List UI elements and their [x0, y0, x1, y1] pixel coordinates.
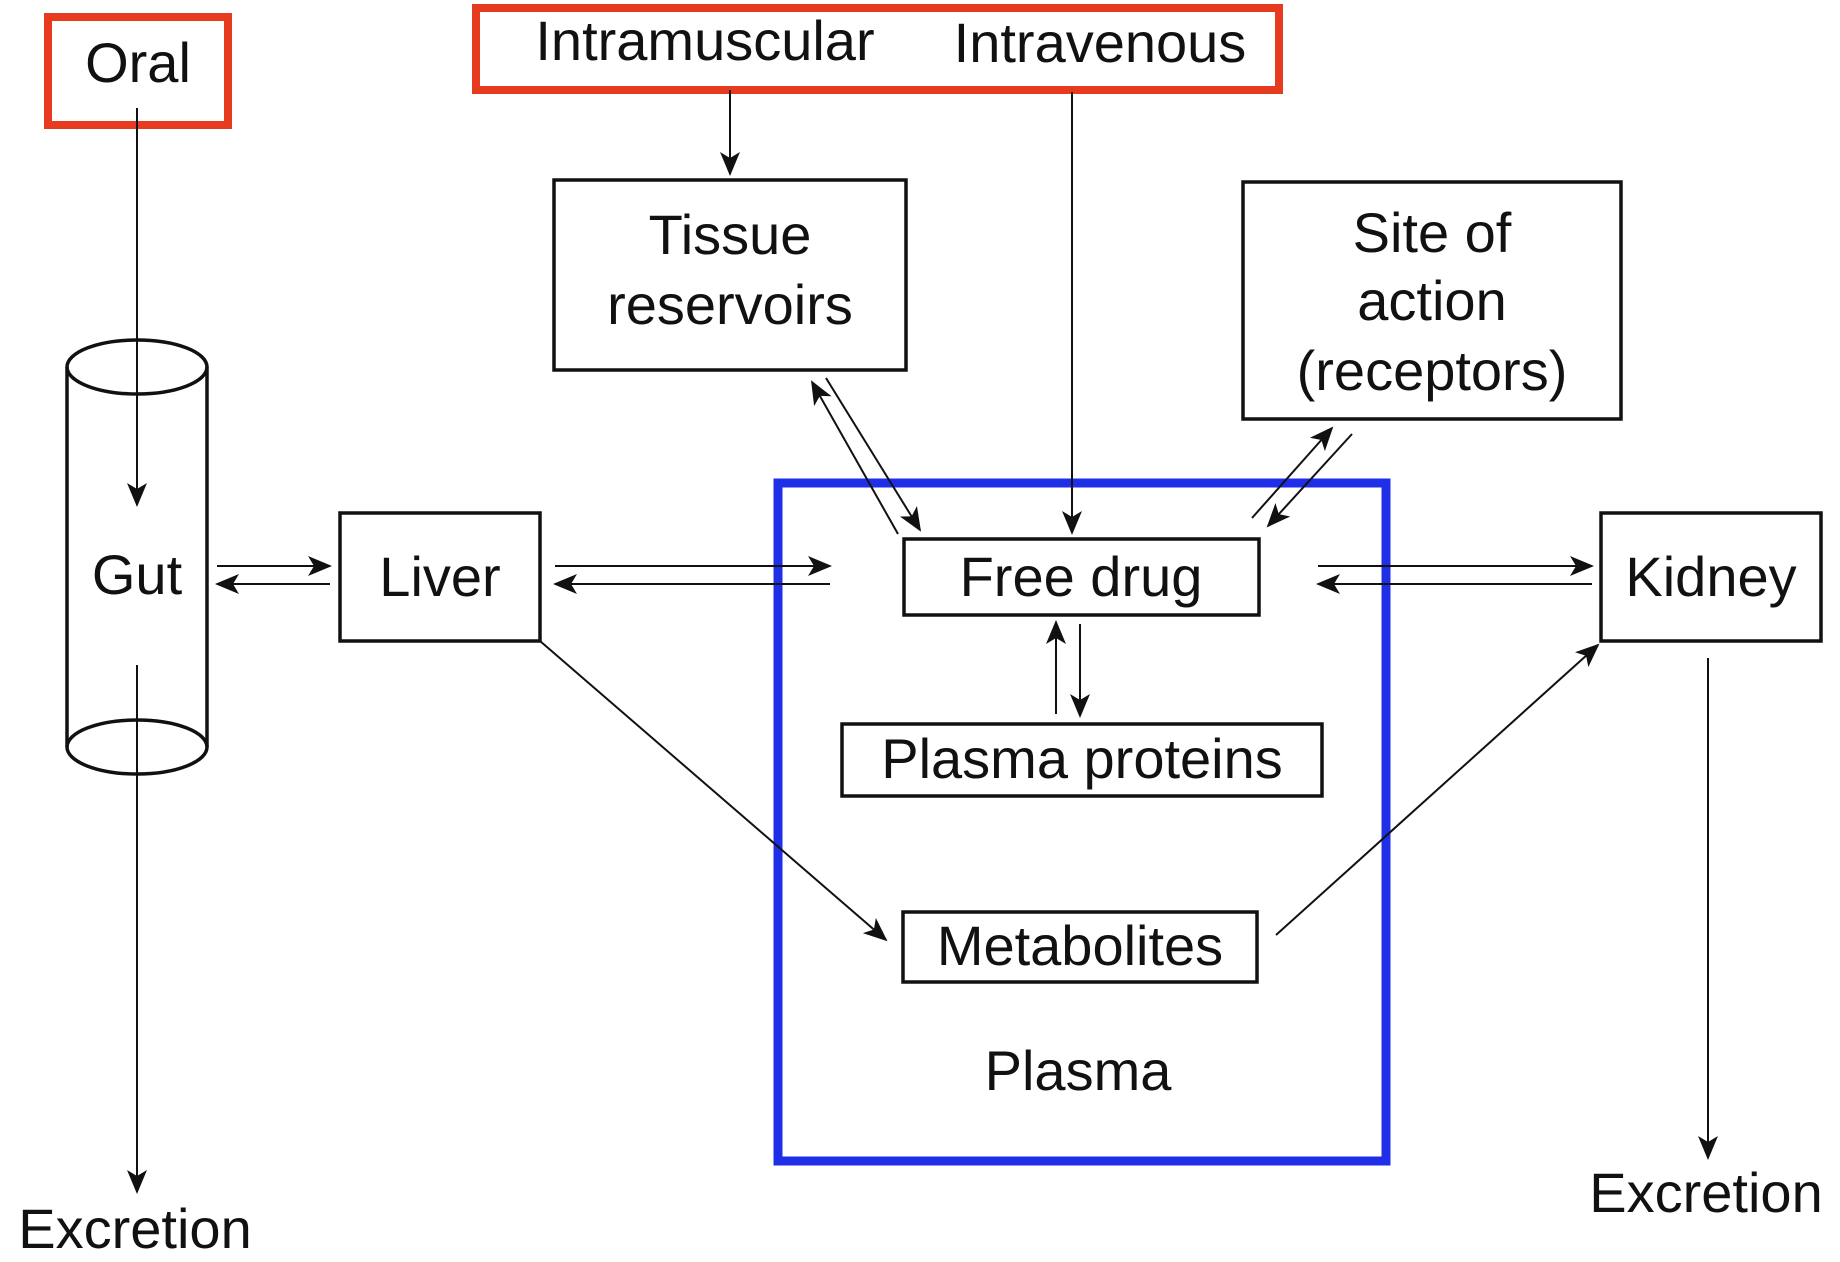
site-of-action-label-line2: action: [1357, 269, 1506, 332]
excretion-right-label: Excretion: [1589, 1161, 1822, 1224]
route-intramuscular-label: Intramuscular: [535, 9, 874, 72]
tissue-reservoirs-box: [552, 178, 908, 372]
plasma-proteins-label: Plasma proteins: [881, 727, 1283, 790]
site-of-action-label-line3: (receptors): [1297, 339, 1568, 402]
parenteral-highlight-frame: [472, 4, 1283, 94]
site-of-action-label-line1: Site of: [1353, 201, 1512, 264]
arrow-site-to-free-drug: [1266, 433, 1353, 528]
kidney-label: Kidney: [1625, 545, 1796, 608]
excretion-left-label: Excretion: [18, 1197, 251, 1260]
route-intravenous-label: Intravenous: [954, 11, 1247, 74]
gut-label: Gut: [92, 543, 183, 606]
metabolites-label: Metabolites: [937, 914, 1223, 977]
plasma-highlight-frame: [773, 478, 1391, 1166]
free-drug-box: [902, 537, 1261, 617]
kidney-box: [1599, 511, 1823, 643]
tissue-reservoirs-label-line2: reservoirs: [607, 273, 853, 336]
plasma-proteins-box: [840, 722, 1324, 798]
site-of-action-box: [1241, 180, 1623, 421]
arrow-free-drug-to-site: [1251, 426, 1334, 519]
arrow-free-drug-to-tissue: [811, 380, 899, 535]
plasma-label: Plasma: [985, 1039, 1173, 1102]
route-oral-label: Oral: [85, 31, 191, 94]
liver-box: [338, 511, 542, 643]
arrow-tissue-to-free-drug: [825, 377, 922, 532]
arrow-liver-to-metabolites: [539, 640, 888, 942]
arrow-metabolites-to-kidney: [1275, 643, 1600, 936]
metabolites-box: [901, 910, 1259, 984]
tissue-reservoirs-label-line1: Tissue: [649, 203, 812, 266]
liver-label: Liver: [379, 545, 500, 608]
free-drug-label: Free drug: [960, 545, 1203, 608]
